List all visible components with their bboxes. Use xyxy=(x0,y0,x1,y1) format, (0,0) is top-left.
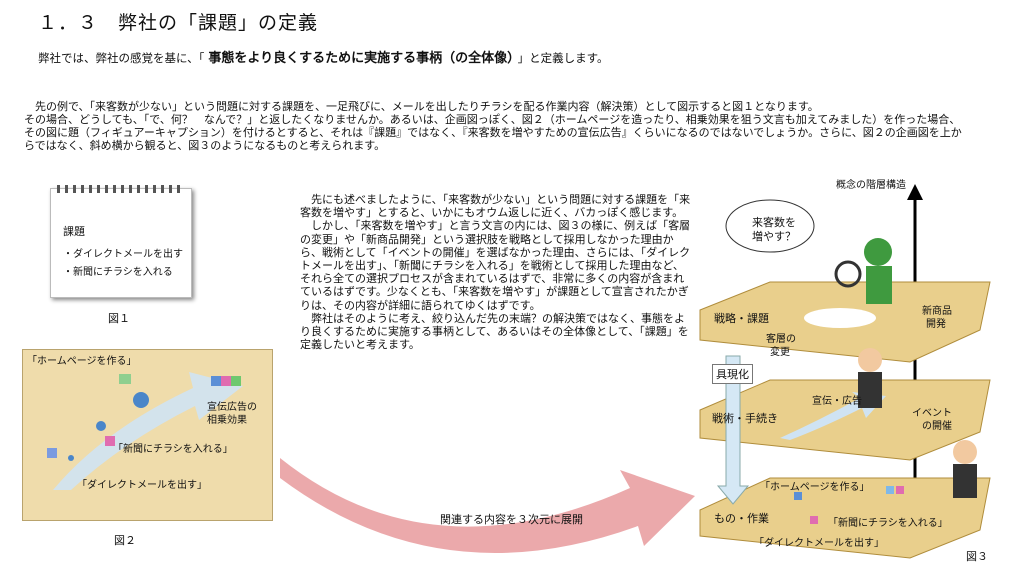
paragraph-2-p2: しかし、「来客数を増やす」と言う文言の内には、図３の様に、例えば「客層の変更」や… xyxy=(300,219,691,312)
fig2-synergy-label-2: 相乗効果 xyxy=(207,415,247,426)
intro-after: 」と定義します。 xyxy=(517,51,609,65)
fig3-bubble-line1: 来客数を xyxy=(752,216,796,229)
paragraph-2: 先にも述べましたように、「来客数が少ない」という問題に対する課題を「来客数を増や… xyxy=(300,193,692,351)
fig2-flyer-label: 「新聞にチラシを入れる」 xyxy=(113,444,233,455)
fig3-adv-label: 宣伝・広告 xyxy=(812,396,862,407)
fig2-synergy-label-1: 宣伝広告の xyxy=(207,402,257,413)
figure-1-caption: 図１ xyxy=(108,312,130,325)
expand-arrow-graphic xyxy=(280,458,695,553)
fig3-plane-tactics-label: 戦術・手続き xyxy=(712,412,778,425)
definition-intro: 弊社では、弊社の感覚を基に、「事態をより良くするために実施する事柄（の全体像）」… xyxy=(38,47,609,66)
intro-bold-definition: 事態をより良くするために実施する事柄（の全体像） xyxy=(208,51,514,66)
note-item-dm: ・ダイレクトメールを出す xyxy=(63,249,183,260)
fig3-dm-label: 「ダイレクトメールを出す」 xyxy=(754,538,884,549)
fig3-newprod-label-1: 新商品 xyxy=(922,306,952,317)
fig3-plane-things-label: もの・作業 xyxy=(714,512,769,525)
intro-before: 弊社では、弊社の感覚を基に、「 xyxy=(38,51,205,65)
section-title: １．３ 弊社の「課題」の定義 xyxy=(38,12,319,34)
figure-1-note-card: 課題 ・ダイレクトメールを出す ・新聞にチラシを入れる xyxy=(50,185,192,298)
figure-3-layered-diagram xyxy=(699,184,991,559)
fig3-axis-label: 概念の階層構造 xyxy=(836,180,906,191)
fig3-concretize-label: 具現化 xyxy=(712,364,753,384)
figure-2-arrow-graphic xyxy=(47,372,243,490)
fig2-homepage-label: 「ホームページを作る」 xyxy=(27,356,137,367)
expand-arrow-label: 関連する内容を３次元に展開 xyxy=(440,513,583,526)
fig3-customer-label-2: 変更 xyxy=(770,347,790,358)
fig3-bubble-line2: 増やす？ xyxy=(752,230,796,243)
figure-2-caption: 図２ xyxy=(114,534,136,547)
paragraph-1: 先の例で、「来客数が少ない」という問題に対する課題を、一足飛びに、メールを出した… xyxy=(24,100,969,152)
fig3-newprod-label-2: 開発 xyxy=(926,319,946,330)
fig3-event-label-1: イベント xyxy=(912,408,952,419)
note-item-flyer: ・新聞にチラシを入れる xyxy=(63,267,173,278)
figure-2-plan-diagram: 「ホームページを作る」 宣伝広告の 相乗効果 「新聞にチラシを入れる」 「ダイレ… xyxy=(22,349,273,521)
paragraph-1-line1: 先の例で、「来客数が少ない」という問題に対する課題を、一足飛びに、メールを出した… xyxy=(35,100,819,113)
paragraph-2-p3: 弊社はそのように考え、絞り込んだ先の末端？の解決策ではなく、事態をより良くするた… xyxy=(300,311,689,352)
fig3-flyer-label: 「新聞にチラシを入れる」 xyxy=(828,518,948,529)
paragraph-1-rest: その場合、どうしても、「で、何？ なんで？」と返したくなりませんか。あるいは、企… xyxy=(24,113,962,152)
fig3-homepage-label: 「ホームページを作る」 xyxy=(760,482,870,493)
note-spiral-rings xyxy=(57,185,185,193)
fig2-dm-label: 「ダイレクトメールを出す」 xyxy=(77,480,207,491)
fig3-event-label-2: の開催 xyxy=(922,421,952,432)
figure-3-caption: 図３ xyxy=(966,550,988,563)
note-title: 課題 xyxy=(63,225,85,238)
paragraph-2-p1: 先にも述べましたように、「来客数が少ない」という問題に対する課題を「来客数を増や… xyxy=(300,193,691,220)
fig3-plane-strategy-label: 戦略・課題 xyxy=(714,312,769,325)
fig3-customer-label-1: 客層の xyxy=(766,334,796,345)
